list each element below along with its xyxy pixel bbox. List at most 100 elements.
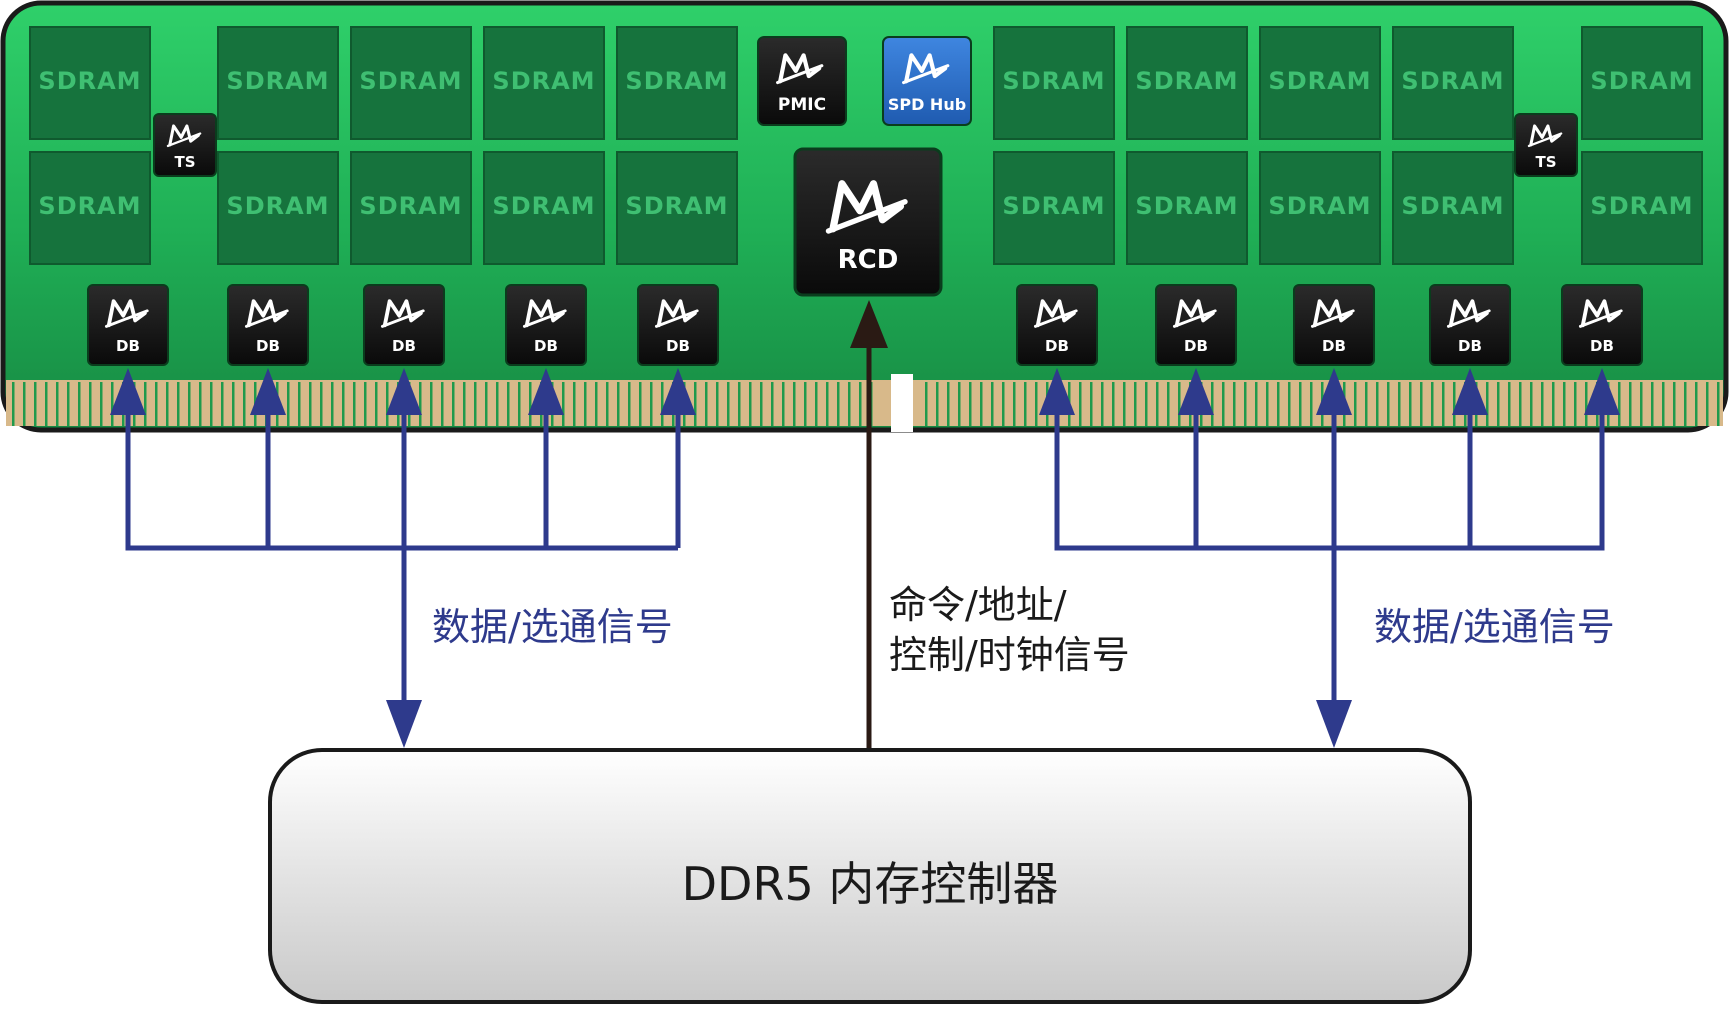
gold-finger-gap: [441, 382, 444, 426]
gold-finger-gap: [34, 382, 37, 426]
cmd-addr-label-line1: 命令/地址/: [889, 583, 1067, 627]
sdram-label: SDRAM: [492, 192, 595, 220]
sdram-label: SDRAM: [226, 192, 329, 220]
ts-chip-right: TS: [1514, 113, 1578, 177]
gold-finger-gap: [232, 382, 235, 426]
gold-finger-gap: [694, 382, 697, 426]
gold-finger-gap: [463, 382, 466, 426]
db-chip: DB: [1016, 284, 1098, 366]
sdram-chip: SDRAM: [1581, 26, 1703, 140]
gold-finger-gap: [386, 382, 389, 426]
sdram-label: SDRAM: [1002, 192, 1105, 220]
sdram-label: SDRAM: [1268, 67, 1371, 95]
module-key-notch: [891, 374, 913, 432]
db-label: DB: [534, 337, 558, 355]
gold-finger-gap: [1233, 382, 1236, 426]
gold-finger-gap: [1035, 382, 1038, 426]
db-label: DB: [116, 337, 140, 355]
gold-finger-gap: [1310, 382, 1313, 426]
db-label: DB: [1590, 337, 1614, 355]
sdram-label: SDRAM: [492, 67, 595, 95]
gold-finger-gap: [1123, 382, 1126, 426]
gold-finger-gap: [562, 382, 565, 426]
gold-finger-gap: [1365, 382, 1368, 426]
gold-finger-gap: [749, 382, 752, 426]
pmic-label: PMIC: [778, 95, 826, 115]
gold-finger-gap: [815, 382, 818, 426]
gold-finger-gap: [474, 382, 477, 426]
gold-finger-gap: [287, 382, 290, 426]
sdram-chip: SDRAM: [483, 26, 605, 140]
ts-chip-left: TS: [153, 113, 217, 177]
gold-finger-gap: [1585, 382, 1588, 426]
db-chip: DB: [363, 284, 445, 366]
gold-finger-gap: [1442, 382, 1445, 426]
gold-finger-gap: [1497, 382, 1500, 426]
signal-lines: [110, 300, 1620, 748]
db-chip: DB: [637, 284, 719, 366]
sdram-chip: SDRAM: [616, 151, 738, 265]
cmd-addr-label-line2: 控制/时钟信号: [889, 633, 1130, 677]
gold-finger-gap: [1398, 382, 1401, 426]
gold-finger-gap: [496, 382, 499, 426]
sdram-label: SDRAM: [359, 192, 462, 220]
gold-finger-gap: [1552, 382, 1555, 426]
gold-finger-gap: [650, 382, 653, 426]
ts-label: TS: [174, 153, 195, 171]
sdram-chip: SDRAM: [1259, 151, 1381, 265]
gold-finger-gap: [1156, 382, 1159, 426]
gold-finger-gap: [1651, 382, 1654, 426]
gold-finger-gap: [793, 382, 796, 426]
gold-finger-gap: [1618, 382, 1621, 426]
sdram-chip: SDRAM: [1581, 151, 1703, 265]
data-strobe-label-right: 数据/选通信号: [1374, 605, 1615, 649]
gold-finger-gap: [12, 382, 15, 426]
sdram-chip: SDRAM: [1392, 26, 1514, 140]
gold-finger-gap: [980, 382, 983, 426]
command-address-line: [850, 300, 888, 748]
gold-finger-gap: [1299, 382, 1302, 426]
gold-finger-gap: [309, 382, 312, 426]
gold-finger-gap: [45, 382, 48, 426]
gold-finger-gap: [716, 382, 719, 426]
gold-finger-gap: [1695, 382, 1698, 426]
gold-finger-gap: [628, 382, 631, 426]
gold-finger-gap: [617, 382, 620, 426]
gold-finger-gap: [661, 382, 664, 426]
pmic-chip: PMIC: [757, 36, 847, 126]
gold-finger-gap: [1629, 382, 1632, 426]
gold-finger-gap: [705, 382, 708, 426]
gold-finger-gap: [452, 382, 455, 426]
sdram-chip: SDRAM: [1126, 26, 1248, 140]
sdram-label: SDRAM: [1590, 67, 1693, 95]
gold-finger-gap: [1684, 382, 1687, 426]
gold-finger-gap: [1013, 382, 1016, 426]
gold-finger-gap: [826, 382, 829, 426]
gold-finger-gap: [1354, 382, 1357, 426]
sdram-chip: SDRAM: [1259, 26, 1381, 140]
gold-finger-gap: [1288, 382, 1291, 426]
db-chip: DB: [1429, 284, 1511, 366]
controller-label: DDR5 内存控制器: [682, 857, 1059, 911]
gold-finger-gap: [419, 382, 422, 426]
gold-finger-gap: [210, 382, 213, 426]
gold-finger-gap: [1563, 382, 1566, 426]
gold-finger-gap: [969, 382, 972, 426]
gold-finger-gap: [584, 382, 587, 426]
gold-finger-gap: [738, 382, 741, 426]
gold-finger-gap: [1211, 382, 1214, 426]
gold-finger-gap: [177, 382, 180, 426]
gold-finger-gap: [67, 382, 70, 426]
db-chip: DB: [227, 284, 309, 366]
gold-finger-gap: [342, 382, 345, 426]
db-label: DB: [666, 337, 690, 355]
gold-finger-gap: [1409, 382, 1412, 426]
gold-finger-gap: [639, 382, 642, 426]
gold-finger-gap: [837, 382, 840, 426]
gold-finger-gap: [1079, 382, 1082, 426]
gold-finger-gap: [56, 382, 59, 426]
gold-finger-gap: [848, 382, 851, 426]
gold-finger-gap: [925, 382, 928, 426]
sdram-chip: SDRAM: [350, 26, 472, 140]
gold-finger-gap: [1673, 382, 1676, 426]
